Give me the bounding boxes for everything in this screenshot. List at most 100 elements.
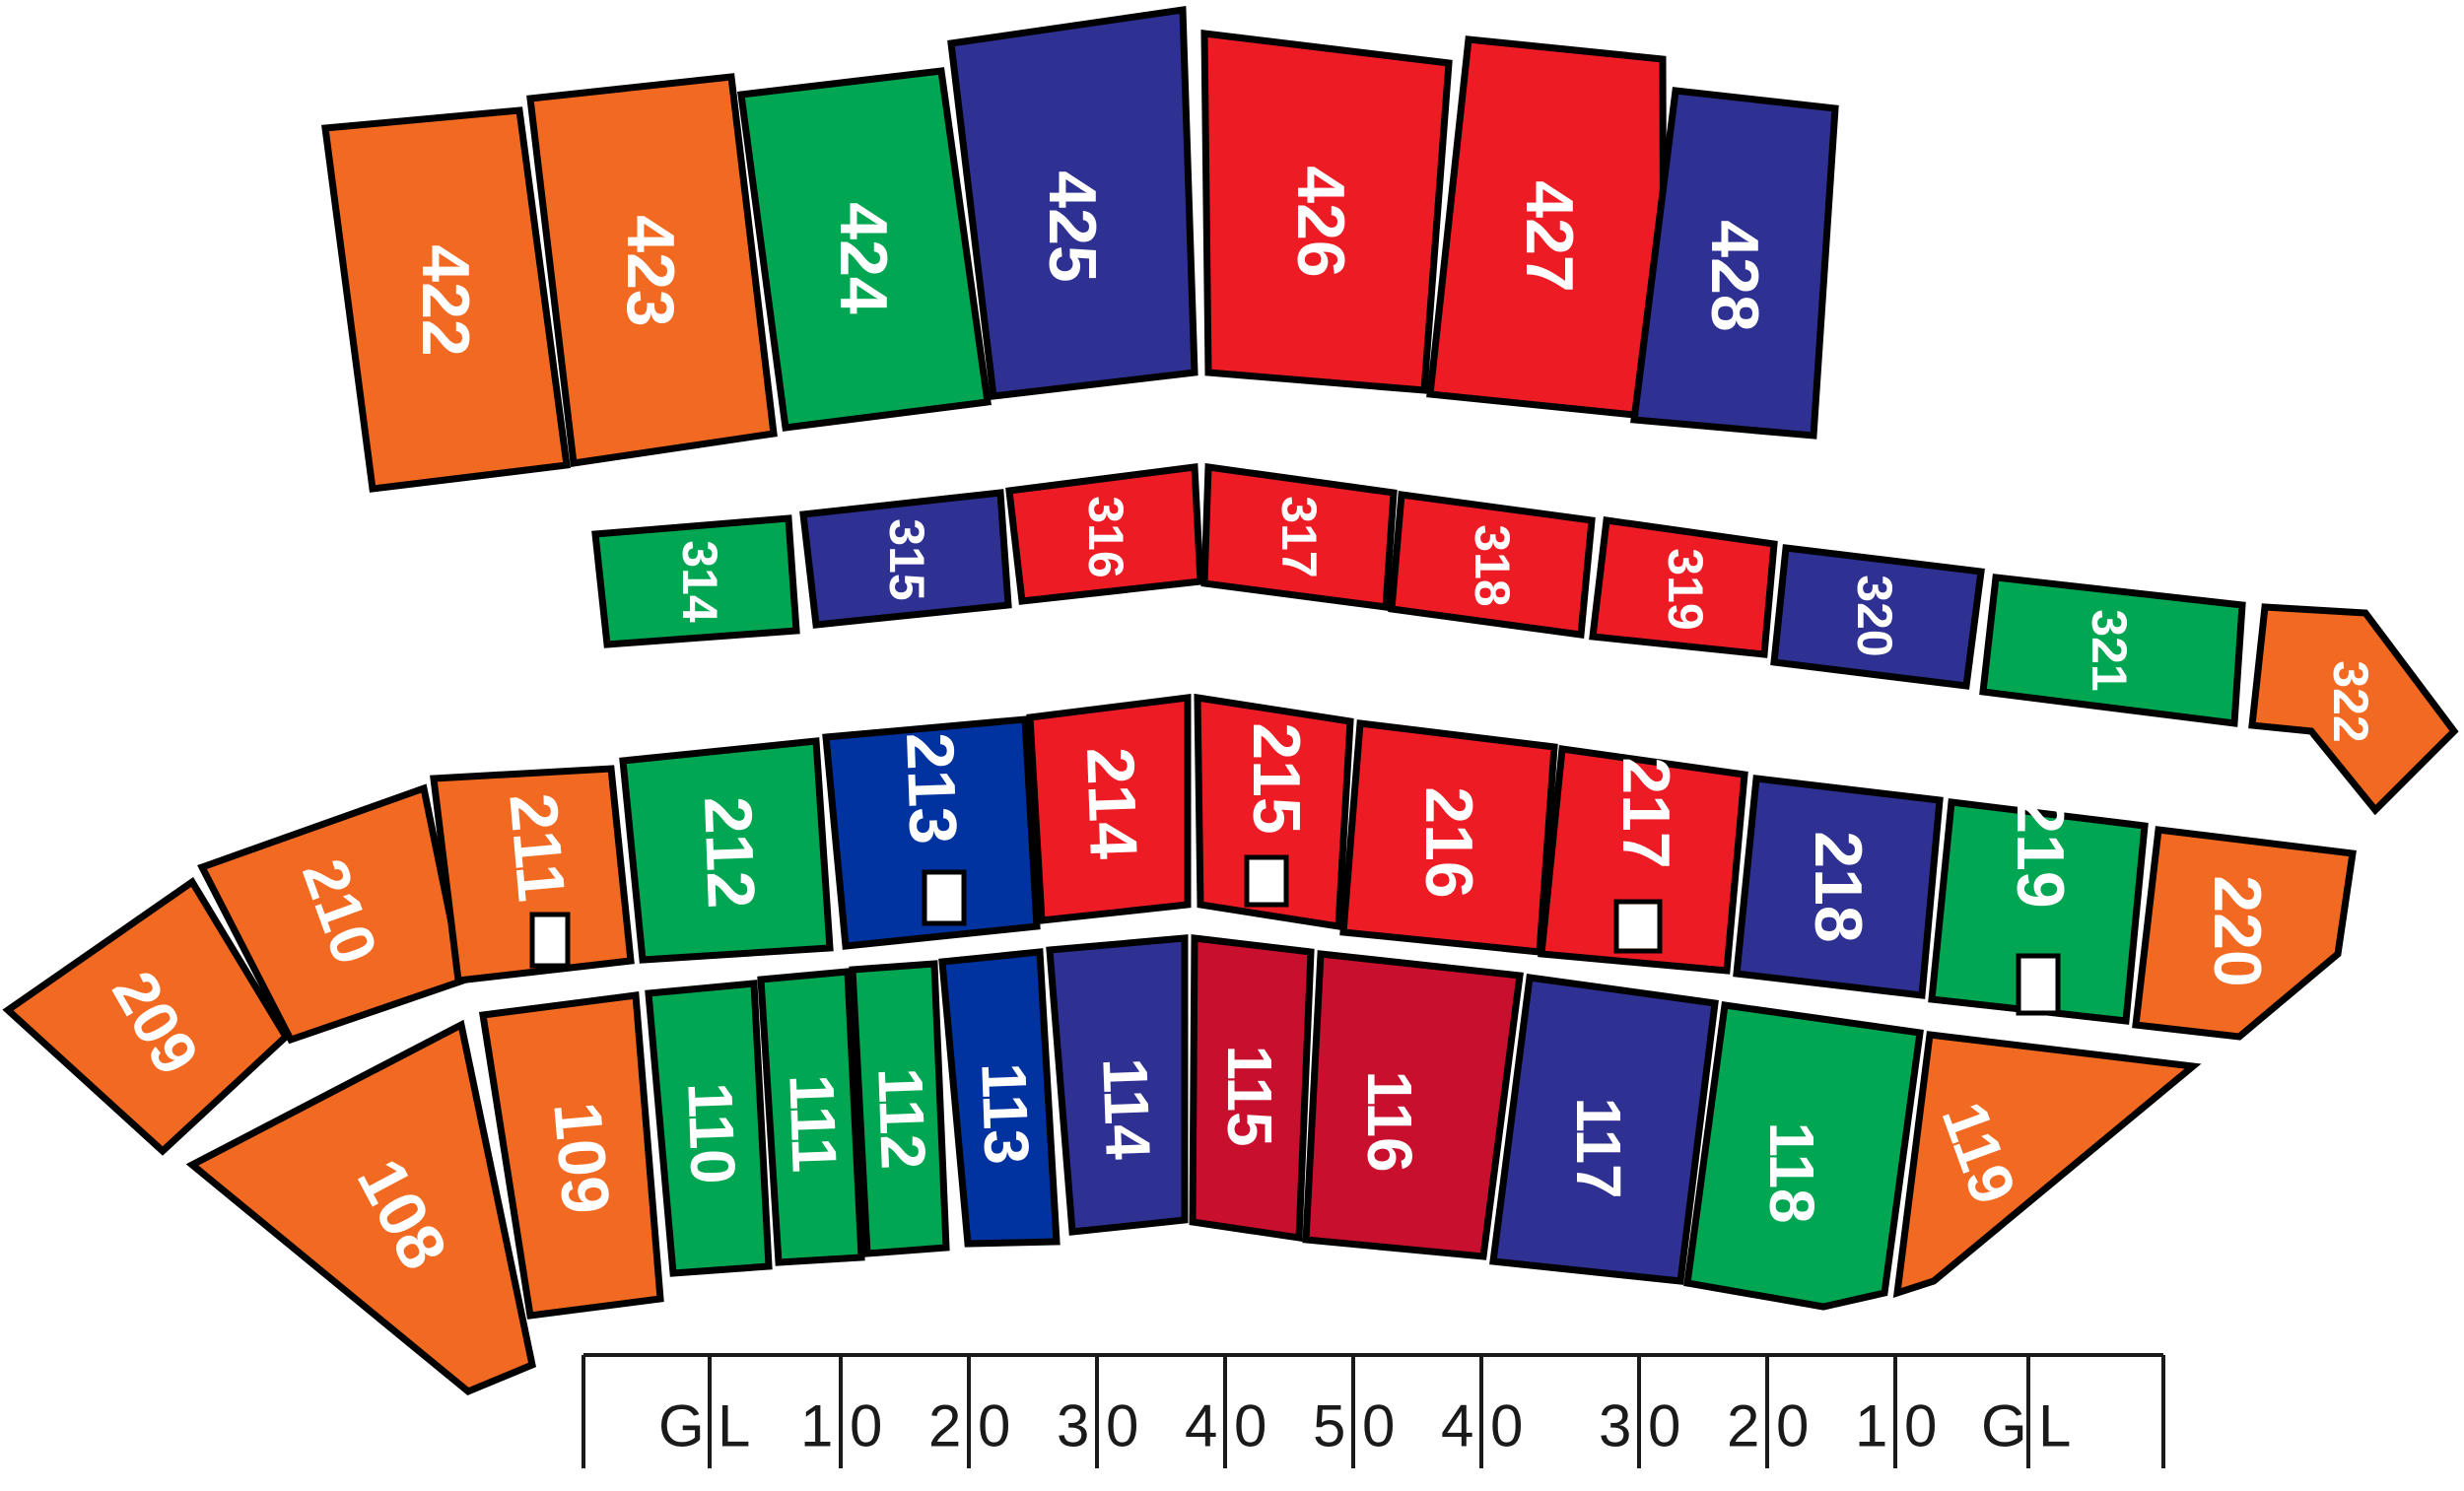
yard-marker: 3: [1599, 1393, 1631, 1459]
section-214[interactable]: 214: [1026, 694, 1192, 924]
yard-marker: 1: [1855, 1393, 1887, 1459]
svg-text:214: 214: [1072, 746, 1151, 860]
svg-text:219: 219: [2003, 796, 2078, 908]
field-yard-ruler: G L 1 0 2 0 3 0 4 0 5 0 4 0 3 0 2 0 1 0 …: [582, 1353, 2165, 1468]
svg-text:215: 215: [1239, 722, 1314, 834]
yard-marker: 0: [850, 1393, 882, 1459]
svg-text:117: 117: [1563, 1097, 1634, 1198]
section-425[interactable]: 425: [947, 5, 1198, 400]
yard-marker: 0: [1776, 1393, 1809, 1459]
section-428[interactable]: 428: [1630, 87, 1839, 440]
yard-marker: 5: [1313, 1393, 1345, 1459]
section-315[interactable]: 315: [799, 489, 1012, 629]
yard-marker: 0: [1904, 1393, 1937, 1459]
yard-marker: 0: [1234, 1393, 1266, 1459]
section-111[interactable]: 111: [757, 968, 865, 1266]
section-426[interactable]: 426: [1200, 30, 1453, 394]
section-319[interactable]: 319: [1589, 516, 1778, 658]
section-211[interactable]: 211: [430, 765, 635, 984]
svg-text:113: 113: [968, 1061, 1043, 1166]
svg-text:316: 316: [1078, 496, 1133, 577]
svg-text:112: 112: [864, 1066, 939, 1171]
yard-marker: 0: [1106, 1393, 1138, 1459]
svg-text:322: 322: [2323, 660, 2378, 742]
svg-text:318: 318: [1465, 524, 1520, 606]
section-114[interactable]: 114: [1046, 934, 1189, 1236]
section-116[interactable]: 116: [1302, 950, 1524, 1260]
section-213[interactable]: 213: [822, 715, 1041, 950]
yard-marker: 2: [928, 1393, 961, 1459]
svg-text:220: 220: [2200, 875, 2275, 986]
section-423[interactable]: 423: [526, 73, 778, 467]
section-219-tunnel: [2016, 953, 2061, 1016]
section-117[interactable]: 117: [1489, 974, 1719, 1285]
svg-text:423: 423: [613, 215, 688, 326]
section-109[interactable]: 109: [478, 991, 664, 1320]
section-322[interactable]: 322: [2248, 603, 2459, 816]
section-219[interactable]: 219: [1928, 796, 2149, 1025]
section-217-tunnel: [1613, 899, 1663, 954]
svg-text:315: 315: [879, 518, 934, 600]
svg-text:217: 217: [1608, 757, 1683, 868]
section-318[interactable]: 318: [1388, 491, 1596, 639]
svg-text:218: 218: [1801, 831, 1876, 942]
section-216[interactable]: 216: [1339, 719, 1558, 956]
svg-text:319: 319: [1658, 548, 1713, 630]
yard-marker: 4: [1441, 1393, 1473, 1459]
section-213-tunnel: [922, 869, 967, 926]
yard-marker: 3: [1057, 1393, 1089, 1459]
svg-text:425: 425: [1035, 170, 1110, 282]
section-212[interactable]: 212: [619, 737, 834, 964]
yard-marker: G: [658, 1393, 705, 1459]
yard-marker: G: [1981, 1393, 2027, 1459]
section-211-tunnel: [529, 912, 571, 969]
svg-text:317: 317: [1271, 496, 1327, 577]
section-115[interactable]: 115: [1189, 934, 1315, 1243]
svg-text:424: 424: [826, 202, 901, 314]
svg-text:320: 320: [1847, 575, 1902, 656]
section-110[interactable]: 110: [645, 980, 773, 1277]
svg-text:216: 216: [1411, 786, 1486, 898]
svg-text:114: 114: [1089, 1056, 1164, 1161]
svg-text:428: 428: [1697, 220, 1772, 331]
svg-text:111: 111: [776, 1073, 850, 1174]
section-427[interactable]: 427: [1426, 35, 1668, 422]
section-422[interactable]: 422: [321, 106, 571, 493]
svg-text:427: 427: [1512, 180, 1587, 292]
svg-text:211: 211: [495, 790, 579, 905]
svg-text:422: 422: [408, 244, 483, 356]
yard-marker: 0: [1362, 1393, 1395, 1459]
yard-marker: 0: [1490, 1393, 1523, 1459]
svg-text:115: 115: [1214, 1045, 1285, 1146]
yard-marker: 1: [800, 1393, 833, 1459]
section-424[interactable]: 424: [737, 67, 992, 432]
section-220[interactable]: 220: [2132, 826, 2357, 1041]
yard-marker: L: [2038, 1393, 2071, 1459]
section-215[interactable]: 215: [1194, 693, 1354, 931]
svg-text:321: 321: [2082, 609, 2137, 691]
section-316[interactable]: 316: [1005, 463, 1204, 605]
section-215-tunnel: [1244, 854, 1289, 908]
svg-text:212: 212: [690, 795, 769, 910]
svg-text:116: 116: [1354, 1070, 1425, 1172]
yard-marker: 2: [1727, 1393, 1759, 1459]
section-317[interactable]: 317: [1200, 463, 1398, 611]
yard-marker: L: [718, 1393, 750, 1459]
section-218[interactable]: 218: [1733, 775, 1944, 999]
section-112[interactable]: 112: [849, 960, 950, 1257]
section-119[interactable]: 119: [1892, 1031, 2202, 1299]
section-108[interactable]: 108: [185, 1019, 537, 1396]
yard-marker: 0: [1648, 1393, 1680, 1459]
section-118[interactable]: 118: [1683, 1001, 1924, 1311]
svg-text:213: 213: [892, 731, 971, 846]
svg-text:109: 109: [539, 1099, 624, 1217]
section-321[interactable]: 321: [1979, 574, 2246, 727]
section-314[interactable]: 314: [591, 514, 800, 648]
svg-text:426: 426: [1283, 166, 1358, 277]
section-113[interactable]: 113: [938, 948, 1061, 1248]
svg-text:118: 118: [1756, 1121, 1827, 1223]
yard-marker: 0: [978, 1393, 1010, 1459]
section-320[interactable]: 320: [1770, 544, 1985, 690]
section-217[interactable]: 217: [1538, 745, 1748, 975]
